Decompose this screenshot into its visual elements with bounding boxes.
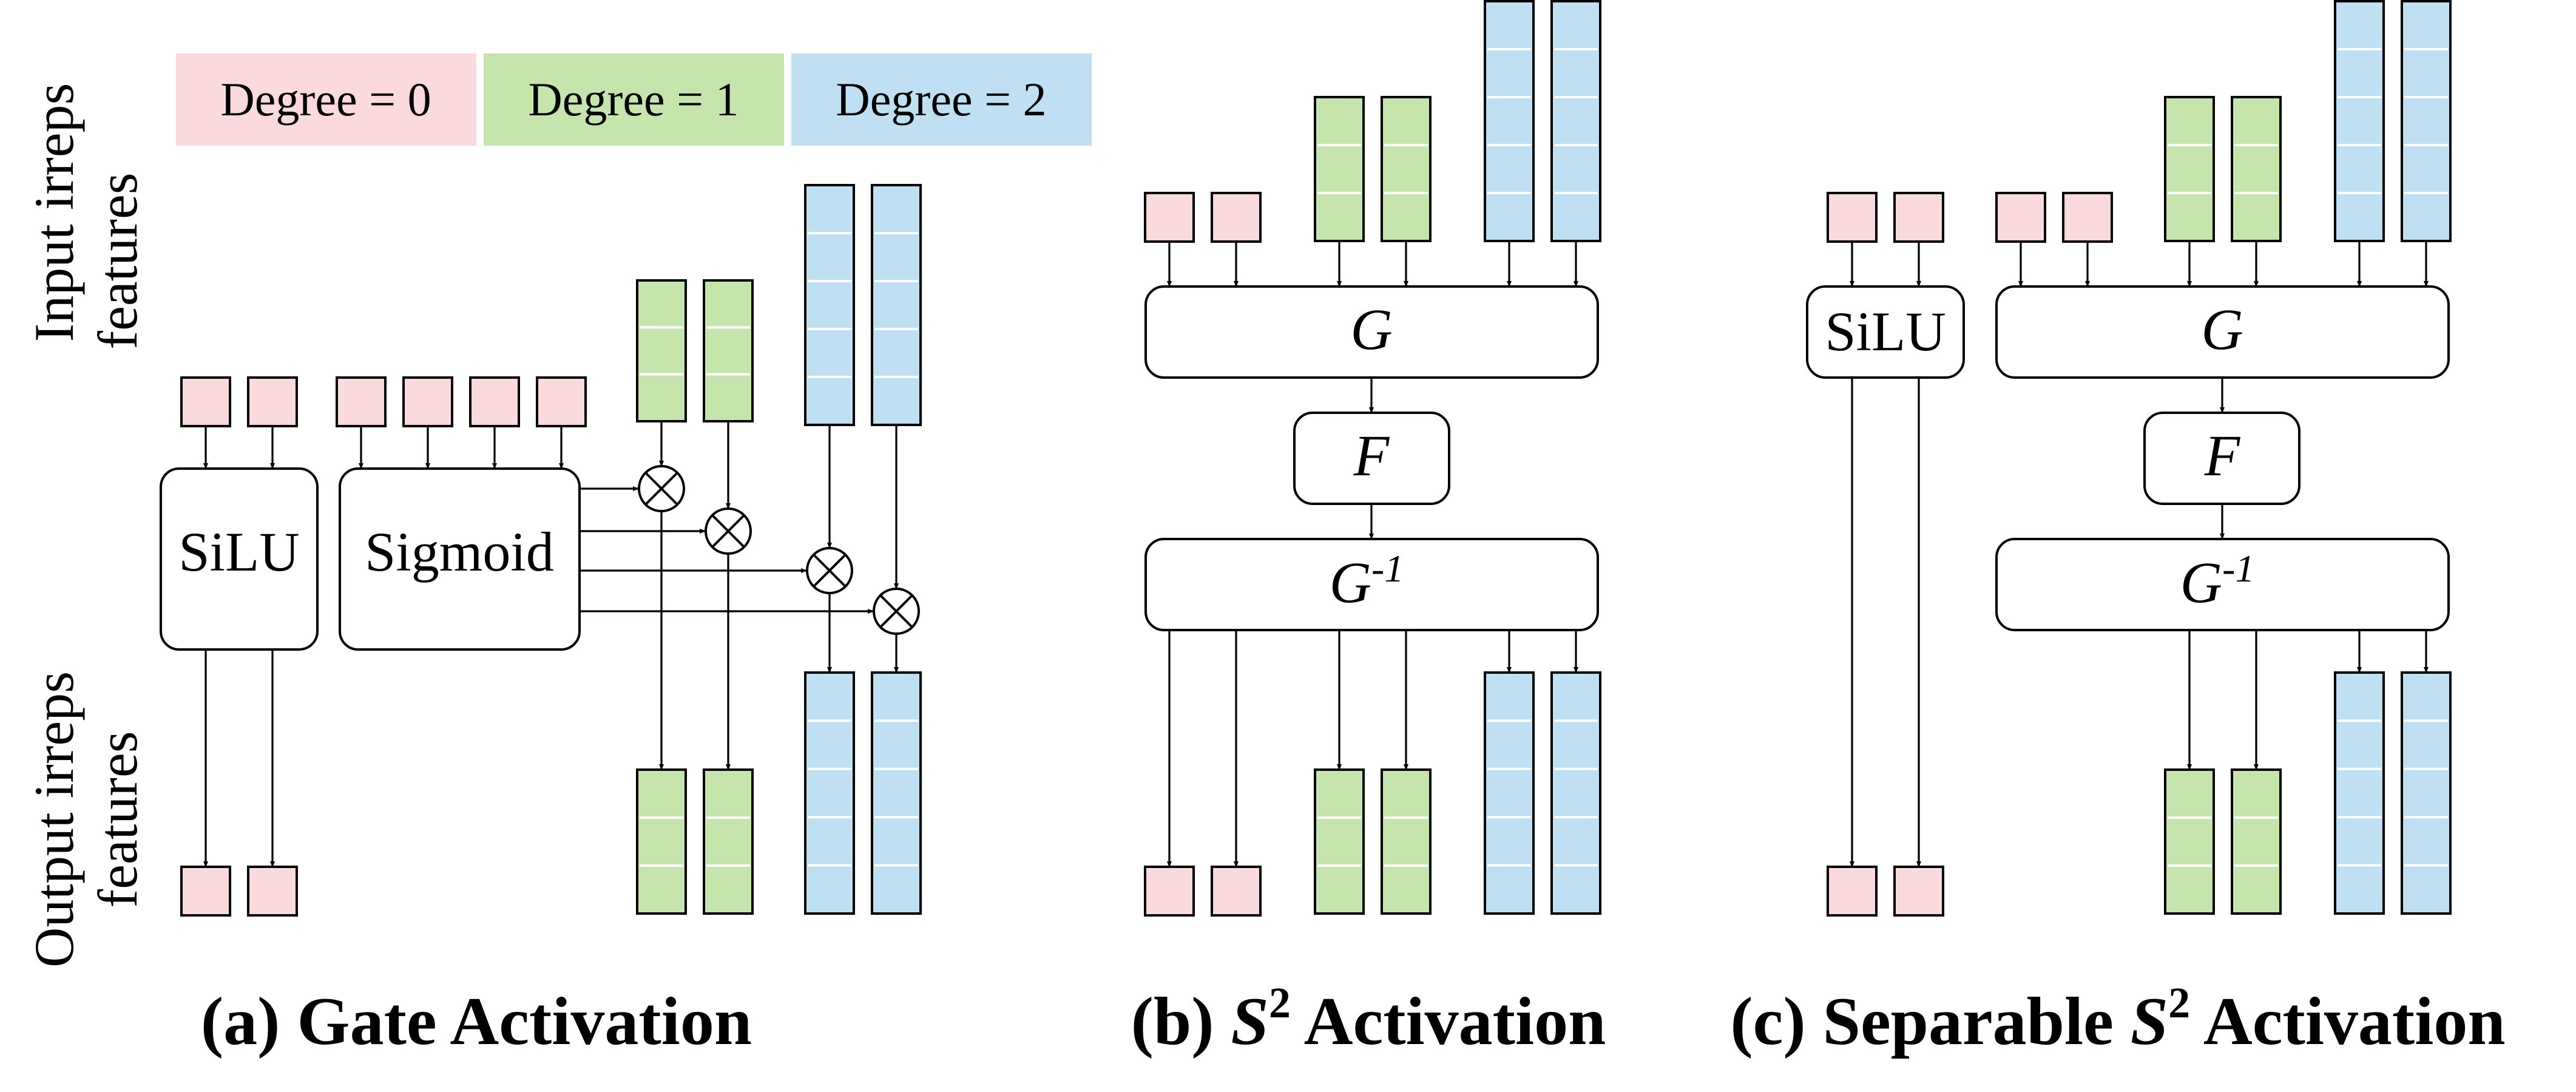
panel-c-output-scalar — [1893, 866, 1944, 917]
panel-c-ginv-superscript: -1 — [2222, 547, 2254, 590]
panel-a-output-degree1 — [703, 768, 754, 915]
panel-a-input-scalar — [247, 376, 298, 427]
panel-b-ginv-box — [1144, 538, 1599, 631]
panel-b-output-scalar — [1144, 866, 1195, 917]
panel-a-input-degree1 — [703, 279, 754, 422]
panel-b-ginv-superscript: -1 — [1371, 547, 1404, 590]
panel-a-gate-activation: SiLU Sigmoid (a) Gate Activation — [160, 465, 920, 1059]
panel-b-g-box — [1144, 285, 1599, 379]
legend-degree0-label: Degree = 0 — [220, 73, 431, 126]
panel-c-output-scalar — [1827, 866, 1878, 917]
panel-c-ginv-box — [1995, 538, 2450, 631]
panel-a-output-degree2 — [871, 671, 922, 915]
legend-degree1-swatch — [484, 53, 784, 146]
legend-degree2-swatch — [791, 53, 1092, 146]
multiply-icon — [705, 507, 752, 555]
panel-a-output-degree1 — [636, 768, 687, 915]
panel-b-output-degree2 — [1550, 671, 1601, 915]
panel-c-input-scalar — [2062, 192, 2113, 243]
panel-a-sigmoid-label: Sigmoid — [365, 521, 554, 583]
input-features-label: Input irreps features — [23, 83, 149, 350]
output-features-label: Output irreps features — [23, 671, 149, 968]
panel-c-output-degree1 — [2231, 768, 2282, 915]
panel-a-output-degree2 — [804, 671, 855, 915]
panel-c-input-scalar — [1995, 192, 2046, 243]
panel-c-output-degree2 — [2401, 671, 2452, 915]
panel-c-output-degree1 — [2164, 768, 2215, 915]
panel-b-output-degree1 — [1381, 768, 1432, 915]
panel-b-g-label: G — [1350, 297, 1392, 362]
panel-c-silu-box — [1806, 285, 1965, 379]
feature-blocks — [180, 0, 2452, 917]
panel-b-input-degree1 — [1381, 96, 1432, 242]
panel-c-f-label: F — [2204, 423, 2241, 488]
panel-a-output-scalar — [180, 866, 231, 917]
panel-b-input-degree2 — [1550, 0, 1601, 242]
panel-a-input-degree2 — [804, 184, 855, 426]
panel-c-g-box — [1995, 285, 2450, 379]
connection-arrows — [203, 241, 2429, 867]
panel-b-output-scalar — [1211, 866, 1262, 917]
legend-degree1-label: Degree = 1 — [528, 73, 739, 126]
panel-c-ginv-label: G-1 — [2180, 547, 2255, 615]
panel-a-input-scalar — [180, 376, 231, 427]
panel-c-f-box — [2143, 412, 2300, 505]
panel-b-input-degree2 — [1484, 0, 1535, 242]
panel-b-input-scalar — [1144, 192, 1195, 243]
panel-a-sigmoid-box — [339, 467, 581, 651]
input-label-line1: Input irreps — [23, 83, 85, 342]
panel-a-gate-scalar — [336, 376, 387, 427]
panel-a-gate-scalar — [402, 376, 453, 427]
panel-c-input-scalar-silu — [1827, 192, 1878, 243]
panel-a-gate-scalar — [536, 376, 587, 427]
panel-c-g-label: G — [2201, 297, 2243, 362]
panel-a-gate-scalar — [469, 376, 520, 427]
panel-c-caption: (c) Separable S2 Activation — [1730, 978, 2505, 1059]
legend-degree2-label: Degree = 2 — [836, 73, 1046, 126]
output-label-line1: Output irreps — [23, 671, 85, 968]
panel-a-caption: (a) Gate Activation — [201, 984, 752, 1059]
multiply-icon — [873, 588, 920, 635]
panel-c-output-degree2 — [2334, 671, 2385, 915]
panel-a-input-degree1 — [636, 279, 687, 422]
panel-a-silu-label: SiLU — [178, 521, 299, 583]
legend-degree0-swatch — [176, 53, 476, 146]
panel-c-input-scalar-silu — [1893, 192, 1944, 243]
panel-c-input-degree2 — [2334, 0, 2385, 242]
panel-a-multipliers — [638, 465, 920, 635]
panel-b-caption: (b) S2 Activation — [1131, 978, 1606, 1059]
panel-b-s2-activation: G F G-1 (b) S2 Activation — [1131, 285, 1606, 1059]
panel-a-silu-box — [160, 467, 319, 651]
panel-c-input-degree1 — [2231, 96, 2282, 242]
panel-b-input-degree1 — [1314, 96, 1365, 242]
input-label-line2: features — [87, 172, 149, 349]
panel-c-separable-s2-activation: SiLU G F G-1 (c) Separable S2 Activation — [1730, 285, 2506, 1059]
panel-a-input-degree2 — [871, 184, 922, 426]
legend: Degree = 0 Degree = 1 Degree = 2 — [176, 53, 1092, 146]
panel-c-input-degree1 — [2164, 96, 2215, 242]
panel-b-output-degree2 — [1484, 671, 1535, 915]
panel-b-input-scalar — [1211, 192, 1262, 243]
panel-c-silu-label: SiLU — [1825, 300, 1946, 362]
panel-b-f-label: F — [1353, 423, 1390, 488]
panel-b-output-degree1 — [1314, 768, 1365, 915]
output-label-line2: features — [87, 731, 149, 907]
panel-a-output-scalar — [247, 866, 298, 917]
panel-b-ginv-label: G-1 — [1330, 547, 1404, 615]
panel-c-input-degree2 — [2401, 0, 2452, 242]
panel-b-f-box — [1293, 412, 1450, 505]
multiply-icon — [638, 465, 685, 512]
multiply-icon — [806, 547, 853, 594]
